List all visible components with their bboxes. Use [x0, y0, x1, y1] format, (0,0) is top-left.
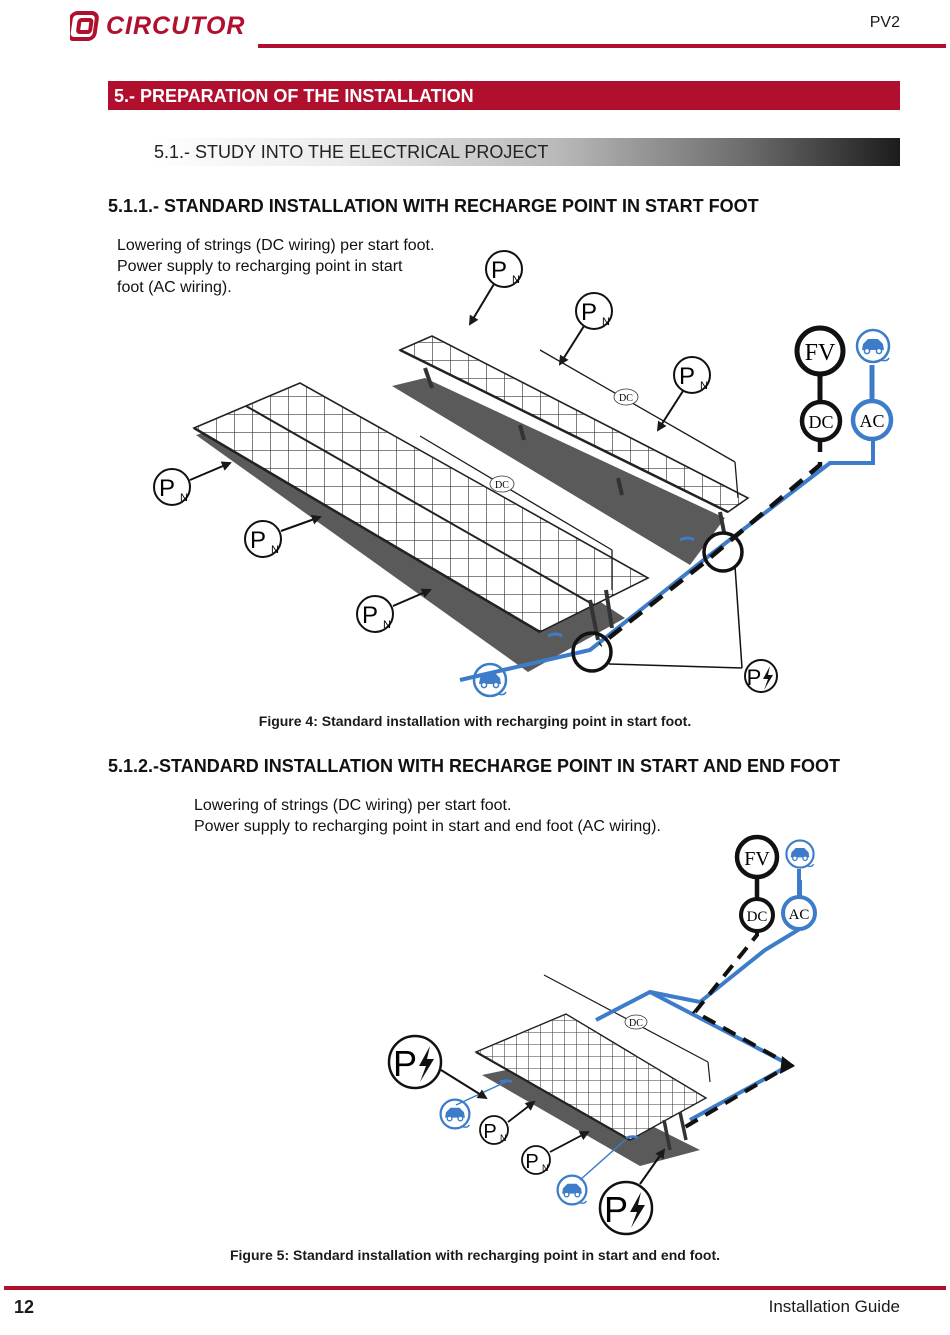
- svg-text:AC: AC: [859, 411, 884, 431]
- fig4-desc-line: foot (AC wiring).: [117, 279, 232, 296]
- svg-text:DC: DC: [808, 412, 833, 432]
- ev-car-icon: [855, 328, 891, 364]
- fig4-pn-marker: P N: [485, 250, 523, 288]
- ev-car-icon: [472, 662, 508, 698]
- svg-text:P: P: [250, 527, 266, 554]
- fig5-description: Lowering of strings (DC wiring) per star…: [194, 795, 754, 837]
- fig5-heading: 5.1.2.-STANDARD INSTALLATION WITH RECHAR…: [108, 756, 840, 776]
- svg-text:FV: FV: [805, 340, 836, 366]
- svg-text:DC: DC: [495, 480, 509, 491]
- svg-text:P: P: [362, 602, 378, 629]
- svg-text:N: N: [383, 619, 391, 631]
- fig4-pn-marker: P N: [673, 356, 711, 394]
- svg-text:N: N: [180, 492, 188, 504]
- fig4-pn-marker: P N: [575, 292, 613, 330]
- fig4-description: Lowering of strings (DC wiring) per star…: [117, 235, 477, 298]
- fig4-ground-shadow-back: [392, 378, 725, 565]
- fig4-pn-marker: P N: [153, 468, 191, 506]
- svg-text:N: N: [602, 316, 610, 328]
- svg-text:P: P: [491, 257, 507, 284]
- fig5-desc-line: Lowering of strings (DC wiring) per star…: [194, 797, 512, 814]
- subsection-title: 5.1.- STUDY INTO THE ELECTRICAL PROJECT: [148, 138, 900, 166]
- document-code: PV2: [869, 14, 900, 31]
- fig4-dc-small-label-front: DC: [489, 475, 515, 493]
- header-rule: [258, 44, 946, 48]
- fig4-start-foot-marker: [571, 631, 613, 673]
- circutor-logo-icon: [70, 11, 99, 41]
- svg-text:N: N: [700, 380, 708, 392]
- fig4-fv-node: FV: [794, 325, 846, 377]
- svg-text:N: N: [512, 274, 520, 286]
- lightning-icon: [763, 666, 773, 690]
- svg-text:N: N: [271, 544, 279, 556]
- fig4-pn-marker: P N: [244, 520, 282, 558]
- fig4-dc-small-label-back: DC: [613, 388, 639, 406]
- svg-text:P: P: [159, 475, 175, 502]
- fig4-caption: Figure 4: Standard installation with rec…: [258, 713, 692, 729]
- fig5-caption: Figure 5: Standard installation with rec…: [229, 1247, 721, 1263]
- fig4-ac-wiring: [459, 441, 875, 682]
- svg-text:P: P: [679, 363, 695, 390]
- brand-name: CIRCUTOR: [106, 11, 246, 40]
- page-number: 12: [14, 1297, 35, 1317]
- footer-title: Installation Guide: [768, 1297, 900, 1316]
- section-title: 5.- PREPARATION OF THE INSTALLATION: [108, 81, 900, 110]
- svg-text:DC: DC: [619, 393, 633, 404]
- fig4-desc-line: Power supply to recharging point in star…: [117, 258, 403, 275]
- fig4-start-foot-marker: [702, 531, 744, 573]
- fig4-ac-node: AC: [850, 398, 894, 442]
- fig4-dc-node: DC: [799, 399, 843, 443]
- footer-rule: [4, 1286, 946, 1290]
- svg-text:P: P: [581, 299, 597, 326]
- fig4-desc-line: Lowering of strings (DC wiring) per star…: [117, 237, 435, 254]
- brand-logo: CIRCUTOR: [70, 8, 245, 44]
- fig5-desc-line: Power supply to recharging point in star…: [194, 818, 661, 835]
- svg-text:P: P: [747, 665, 762, 690]
- fig4-pn-marker: P N: [356, 595, 394, 633]
- fig4-heading: 5.1.1.- STANDARD INSTALLATION WITH RECHA…: [108, 196, 759, 216]
- fig4-charging-point-marker: P: [744, 659, 778, 693]
